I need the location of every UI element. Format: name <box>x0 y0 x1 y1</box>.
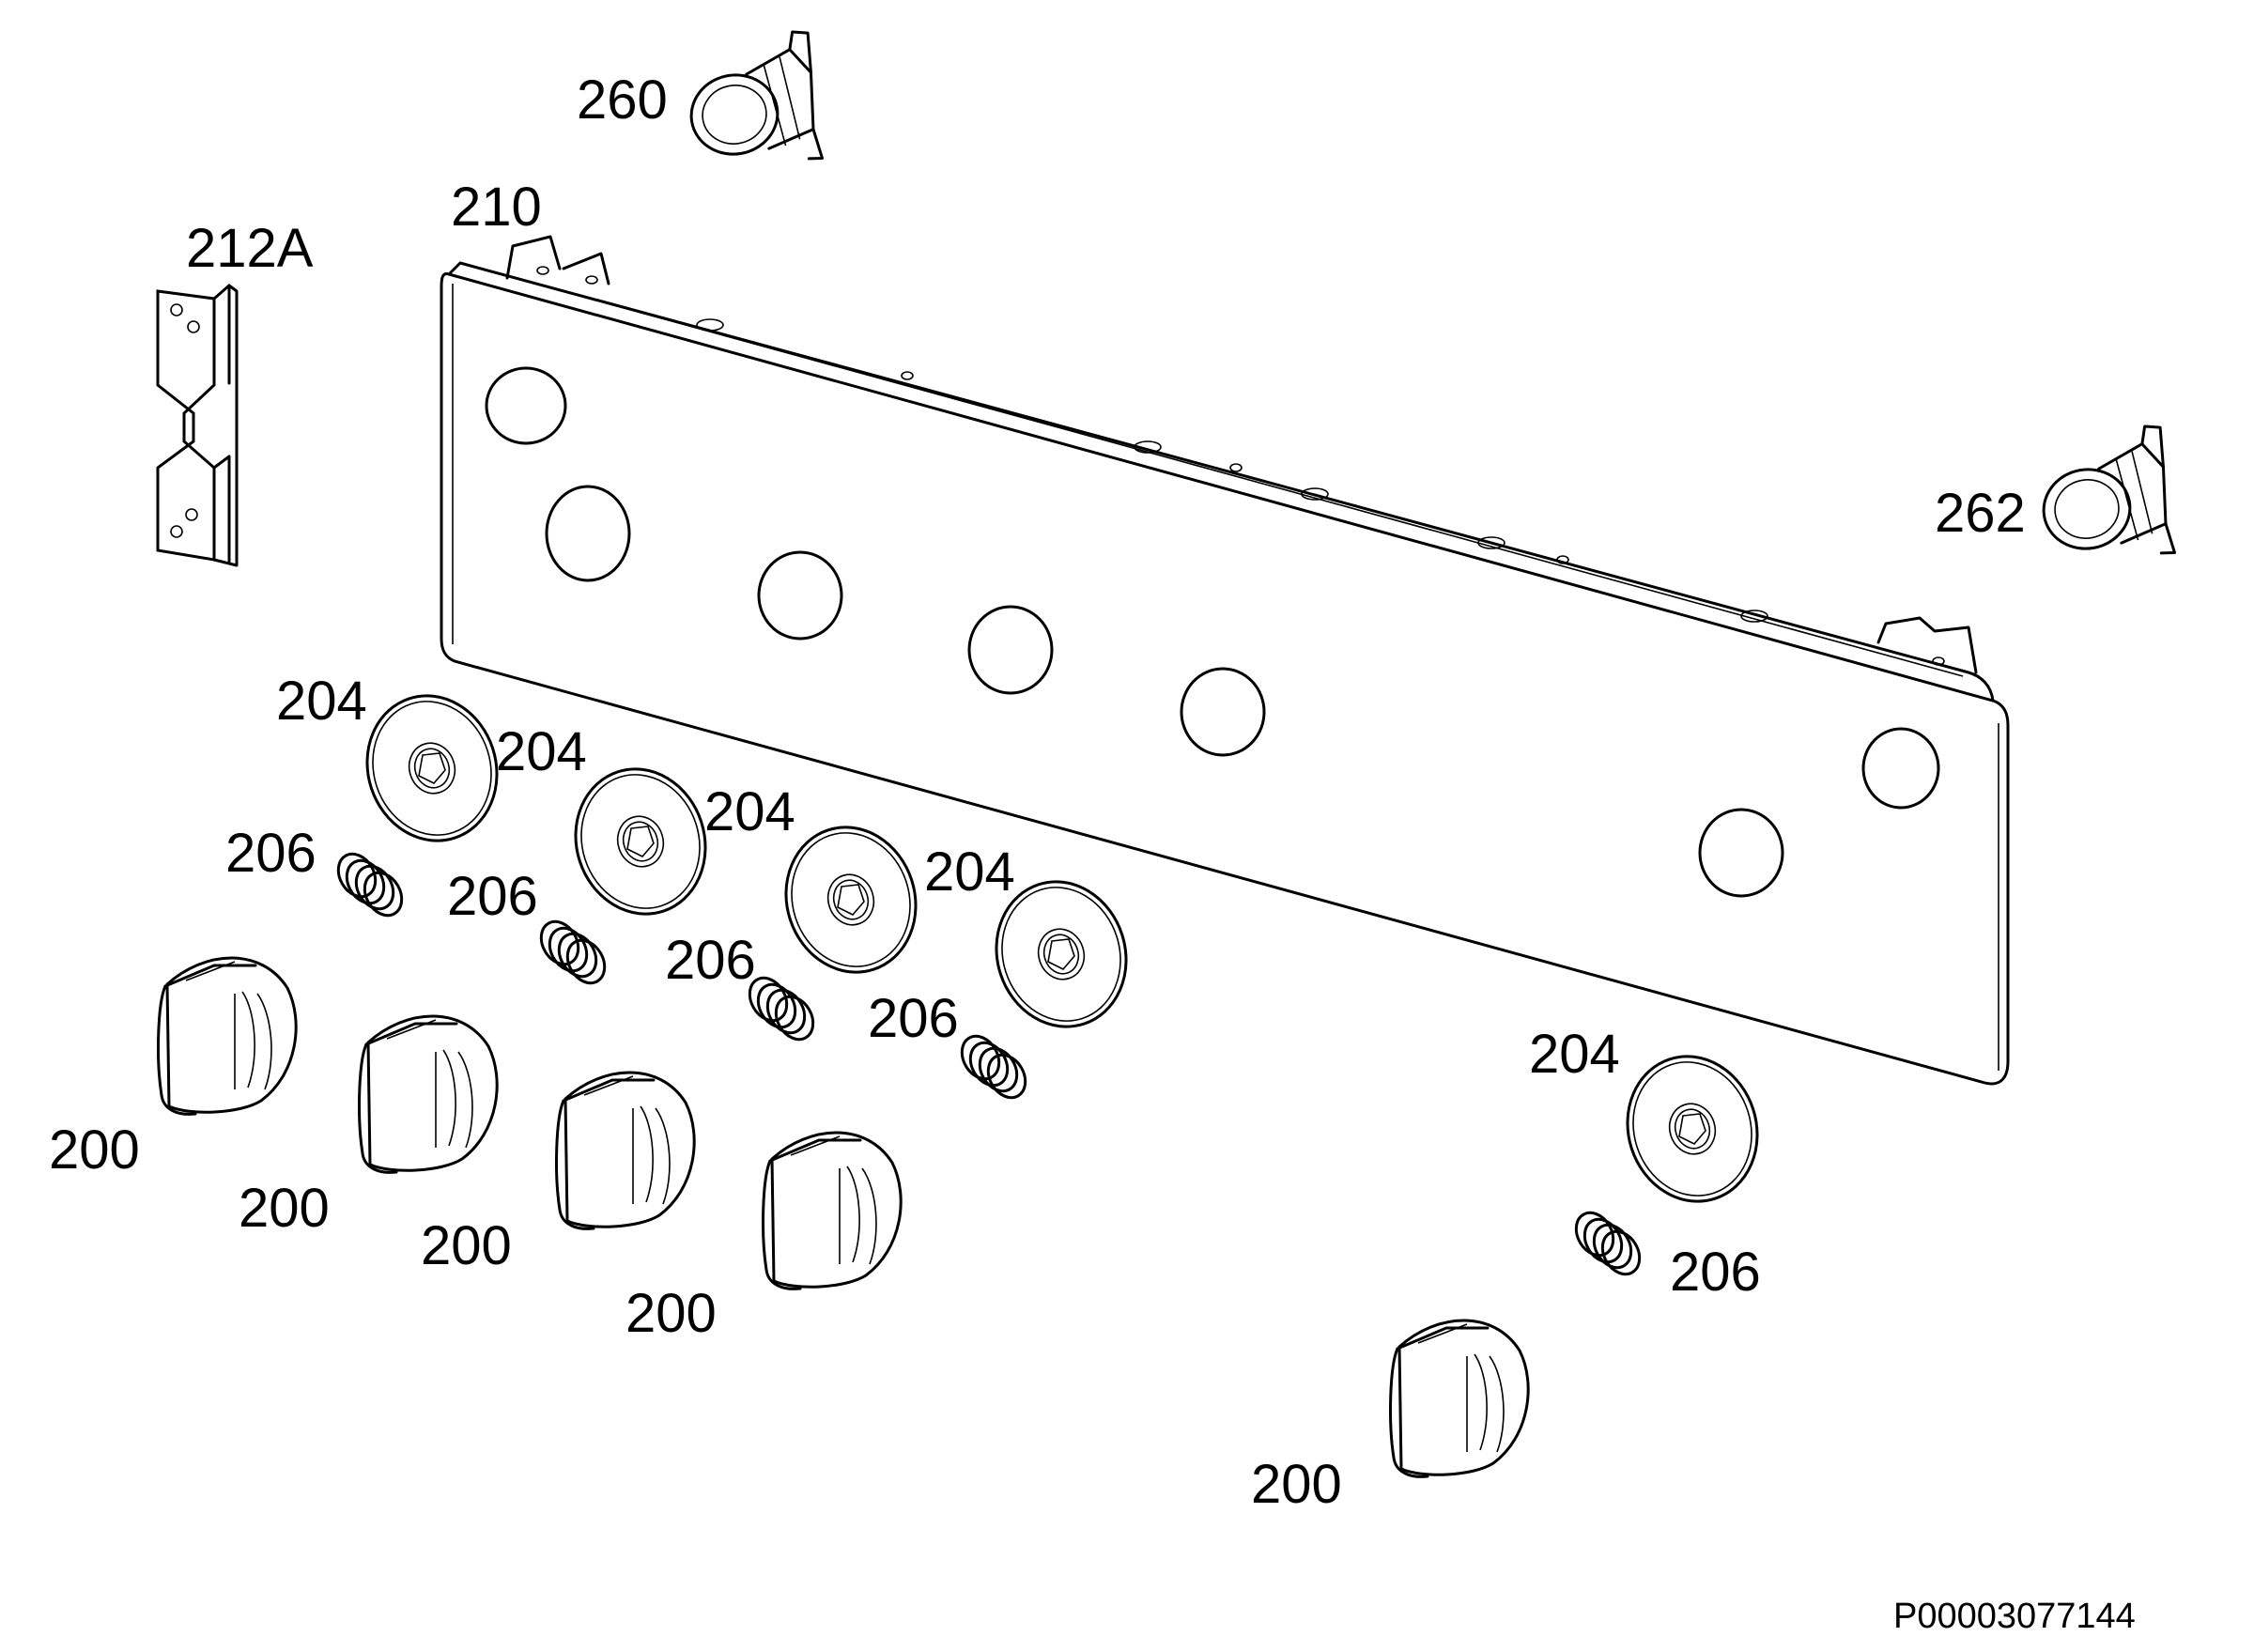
knob-bezel-204-1 <box>347 677 517 859</box>
callout-204-3: 204 <box>704 781 795 842</box>
signal-lamp-262 <box>2030 422 2184 576</box>
spring-206-2 <box>532 913 614 992</box>
callout-260: 260 <box>577 69 668 131</box>
callout-204-2: 204 <box>496 721 587 782</box>
callout-200-2: 200 <box>239 1178 330 1239</box>
spring-206-1 <box>329 845 411 924</box>
callout-212a: 212A <box>186 218 314 279</box>
control-panel-210 <box>440 235 2010 1086</box>
callout-206-1: 206 <box>225 823 316 884</box>
bracket-212a <box>156 284 239 567</box>
callout-206-4: 206 <box>868 988 959 1049</box>
callout-200-4: 200 <box>625 1283 717 1344</box>
drawing-code: P00003077144 <box>1893 1597 2136 1636</box>
callout-200-1: 200 <box>49 1119 140 1181</box>
callout-210: 210 <box>451 177 542 238</box>
callout-206-3: 206 <box>665 930 756 991</box>
spring-206-4 <box>952 1027 1035 1106</box>
control-knob-200-1 <box>157 956 298 1116</box>
control-knob-200-4 <box>762 1131 903 1290</box>
callout-206-2: 206 <box>447 866 538 927</box>
signal-lamp-260 <box>678 27 831 181</box>
control-knob-200-3 <box>555 1071 696 1230</box>
knob-bezel-204-5 <box>1607 1038 1778 1220</box>
callout-262: 262 <box>1935 483 2026 544</box>
spring-206-5 <box>1567 1204 1649 1283</box>
callout-204-4: 204 <box>924 841 1015 903</box>
callout-204-5: 204 <box>1529 1024 1620 1085</box>
callout-200-5: 200 <box>1251 1454 1342 1515</box>
callout-200-3: 200 <box>421 1215 512 1276</box>
callout-204-1: 204 <box>276 671 367 732</box>
control-knob-200-5 <box>1389 1319 1530 1478</box>
callout-206-5: 206 <box>1670 1242 1761 1303</box>
control-knob-200-2 <box>358 1014 499 1174</box>
